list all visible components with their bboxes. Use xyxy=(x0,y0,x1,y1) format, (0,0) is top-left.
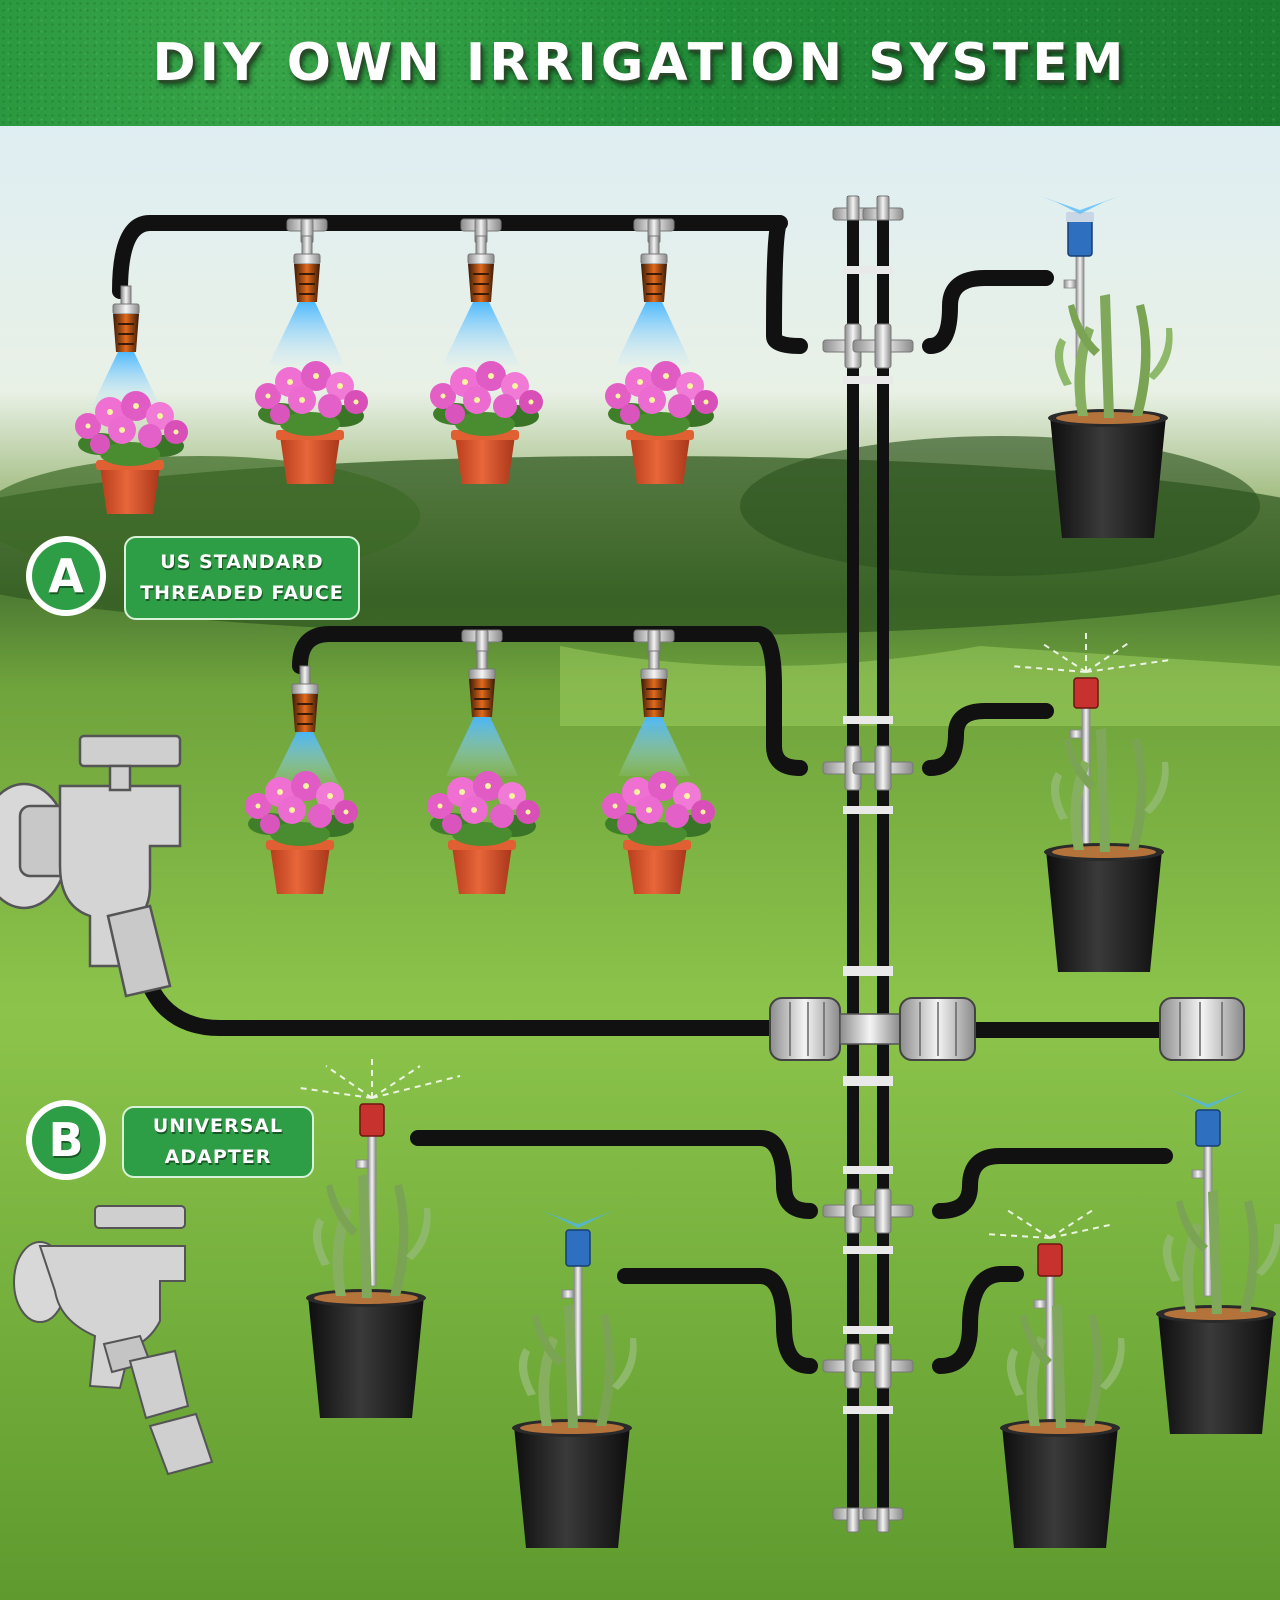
option-b-label: UNIVERSAL ADAPTER xyxy=(122,1106,314,1178)
field-path xyxy=(560,646,1280,726)
option-b-line2: ADAPTER xyxy=(164,1146,272,1168)
option-b-line1: UNIVERSAL xyxy=(152,1115,284,1137)
vertical-risers xyxy=(822,195,914,1533)
irrigation-scene: A US STANDARD THREADED FAUCE B UNIVERSAL… xyxy=(0,126,1280,1600)
option-a-line1: US STANDARD xyxy=(160,551,324,573)
middle-row-flowerpots xyxy=(245,771,715,894)
option-a-letter: A xyxy=(32,542,100,610)
title-banner: DIY OWN IRRIGATION SYSTEM xyxy=(0,0,1280,126)
option-b-letter: B xyxy=(32,1106,100,1174)
faucet-b xyxy=(13,1205,214,1476)
option-a-label: US STANDARD THREADED FAUCE xyxy=(124,536,360,620)
option-a-line2: THREADED FAUCE xyxy=(140,582,344,604)
middle-row-drippers xyxy=(270,629,690,786)
banner-texture xyxy=(0,0,1280,126)
option-a-badge: A xyxy=(26,536,106,616)
tubing xyxy=(112,215,1173,1374)
main-hose-connector xyxy=(769,997,1245,1061)
top-row-drippers xyxy=(92,218,692,406)
option-b-badge: B xyxy=(26,1100,106,1180)
faucet-a xyxy=(0,734,182,998)
left-sprinklers xyxy=(299,1054,637,1548)
irrigation-diagram xyxy=(0,126,1280,1600)
page-title: DIY OWN IRRIGATION SYSTEM xyxy=(152,33,1128,93)
right-sprinklers xyxy=(985,196,1280,1548)
